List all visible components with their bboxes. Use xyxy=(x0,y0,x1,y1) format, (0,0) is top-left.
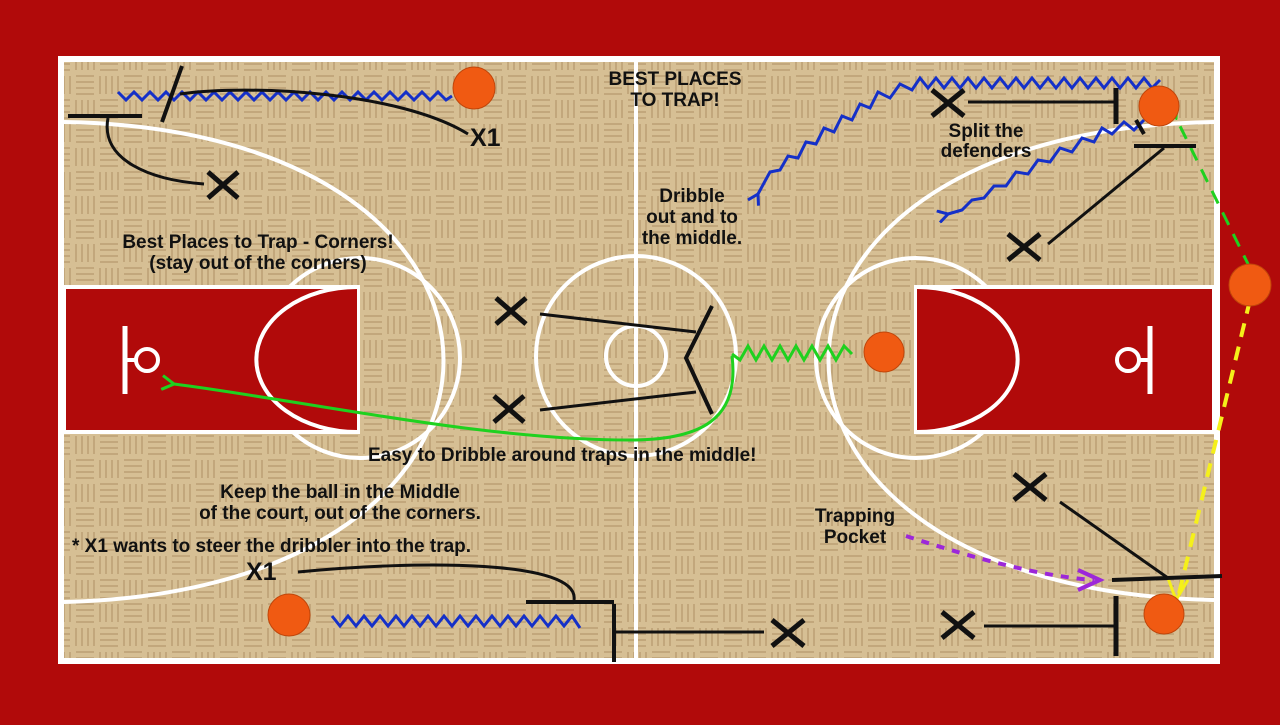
ball-middle xyxy=(863,331,905,373)
corners-line-1: Best Places to Trap - Corners! xyxy=(122,232,394,253)
trapping-pocket-label: Trapping Pocket xyxy=(815,506,895,548)
x-markers xyxy=(206,88,1048,648)
ball-top-left xyxy=(452,66,496,110)
dribble-line-3: the middle. xyxy=(641,228,743,249)
right-key-fill xyxy=(916,285,1020,434)
balls xyxy=(267,66,1272,637)
title-label: BEST PLACES TO TRAP! xyxy=(608,69,741,111)
dribble-bottom-left xyxy=(330,613,582,629)
dribble-line-1: Dribble xyxy=(659,186,725,207)
green-paths xyxy=(174,118,1252,442)
x1-note-label: * X1 wants to steer the dribbler into th… xyxy=(72,536,472,557)
defender-lines xyxy=(68,65,1223,662)
dribble-paths xyxy=(116,75,1162,629)
x-pocket xyxy=(1012,472,1048,502)
ball-top-right xyxy=(1138,85,1180,127)
title-line-1: BEST PLACES xyxy=(608,69,742,90)
dribble-line-2: out and to xyxy=(646,207,738,228)
ball-bottom-right xyxy=(1143,593,1185,635)
purple-arrowhead xyxy=(1077,568,1105,592)
dribble-out-label: Dribble out and to the middle. xyxy=(642,186,742,249)
top-right-tick xyxy=(1134,119,1146,135)
pocket-line-2: Pocket xyxy=(823,527,887,548)
keep-middle-label: Keep the ball in the Middle of the court… xyxy=(199,482,481,524)
top-left-block xyxy=(160,65,184,123)
dribble-top-left xyxy=(116,89,453,103)
title-line-2: TO TRAP! xyxy=(630,90,720,111)
ball-sideline xyxy=(1228,263,1272,307)
pocket-wall xyxy=(1111,574,1223,582)
pocket-defender-line xyxy=(1059,500,1169,580)
middle-drive-arrow xyxy=(174,355,735,442)
left-hoop xyxy=(134,347,160,373)
corner-drop xyxy=(105,117,205,186)
x1-top-label: X1 xyxy=(470,124,501,152)
x-mid-top xyxy=(494,296,528,326)
corners-line-2: (stay out of the corners) xyxy=(149,253,367,274)
split-line-1: Split the xyxy=(948,121,1024,142)
mid-trap-bottom xyxy=(539,390,697,412)
dribble-middle xyxy=(731,342,854,364)
x-top-right xyxy=(930,88,966,118)
corners-label: Best Places to Trap - Corners! (stay out… xyxy=(122,232,393,274)
right-wing-defender-line xyxy=(1047,146,1165,246)
mid-trap-top xyxy=(539,312,697,334)
mid-trap-wall xyxy=(683,305,714,415)
x-mid-bottom xyxy=(492,394,526,424)
split-line-2: defenders xyxy=(940,141,1032,162)
dribble-right-wing xyxy=(948,118,1146,214)
x1-bottom-steer xyxy=(297,563,576,601)
x-right-wing xyxy=(1006,232,1042,262)
left-key-fill xyxy=(254,285,358,434)
yellow-pass xyxy=(1174,299,1252,607)
x-bottom-center xyxy=(770,618,806,648)
x-top-left xyxy=(206,170,240,200)
dribble-top-right xyxy=(758,75,1162,194)
right-hoop xyxy=(1115,347,1141,373)
x1-top-steer xyxy=(179,88,469,136)
ball-bottom-left xyxy=(267,593,311,637)
split-defenders-label: Split the defenders xyxy=(941,122,1032,162)
x-bottom-right xyxy=(940,610,976,640)
left-three-point-arc xyxy=(63,120,446,604)
keep-line-1: Keep the ball in the Middle xyxy=(220,482,460,503)
pocket-line-1: Trapping xyxy=(814,506,896,527)
easy-dribble-label: Easy to Dribble around traps in the midd… xyxy=(368,445,757,466)
keep-line-2: of the court, out of the corners. xyxy=(199,503,481,524)
sideline-pass xyxy=(1176,118,1252,269)
x1-bottom-label: X1 xyxy=(246,558,277,586)
